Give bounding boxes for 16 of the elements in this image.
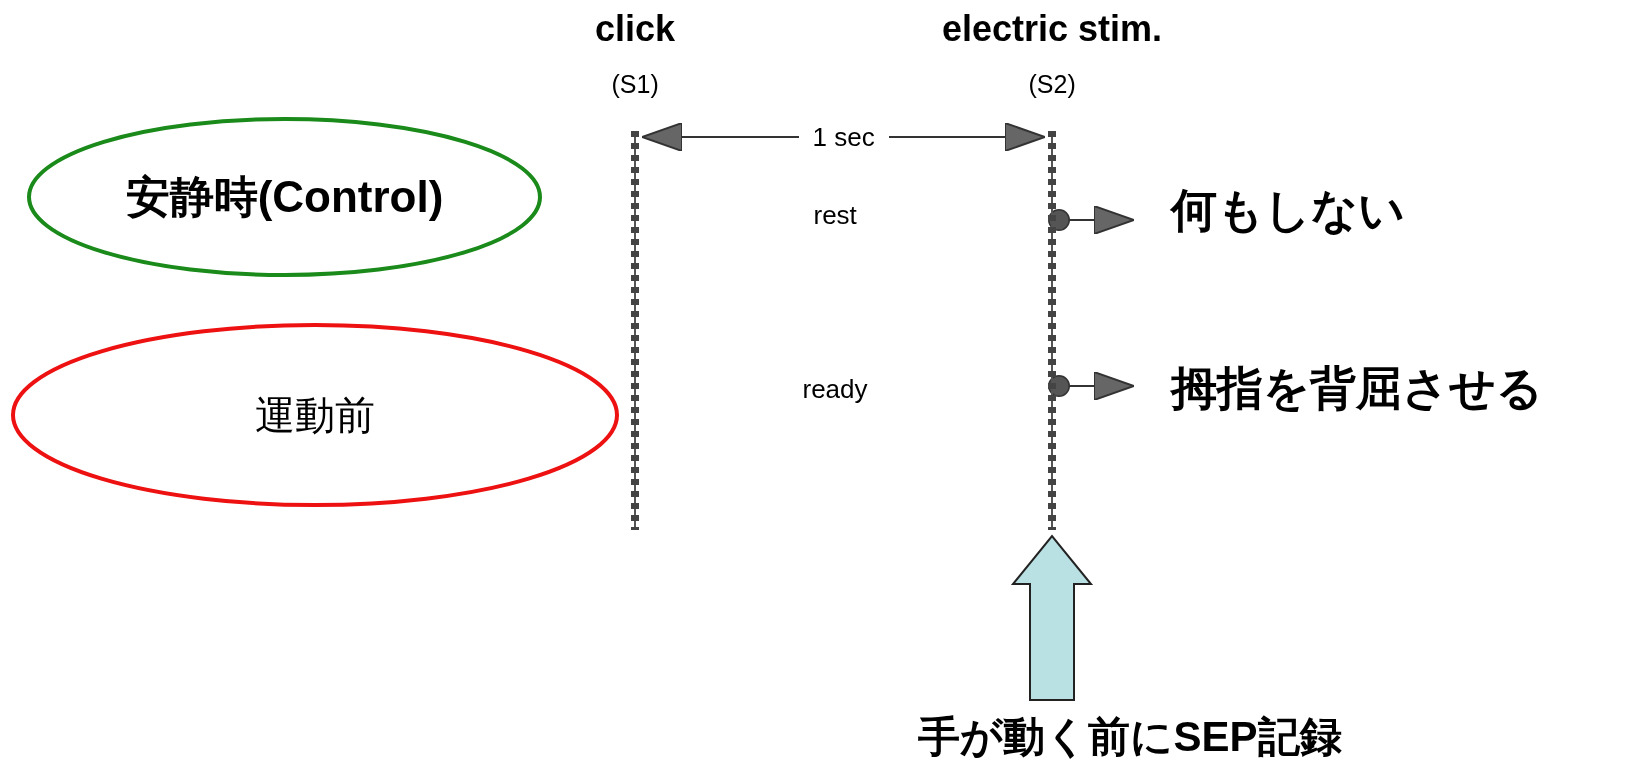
arrow xyxy=(1048,371,1135,401)
dotted-time-line xyxy=(1045,131,1059,530)
state-label: ready xyxy=(802,373,868,405)
arrow xyxy=(1048,205,1135,235)
block-arrow xyxy=(1010,534,1094,701)
signal-label: (S2) xyxy=(1028,70,1076,99)
dotted-time-line xyxy=(628,131,642,530)
oval-label: 安静時(Control) xyxy=(26,116,543,278)
oval-label: 運動前 xyxy=(10,322,620,508)
heading-text: click xyxy=(595,8,676,50)
heading-text: electric stim. xyxy=(942,8,1163,50)
state-label: rest xyxy=(813,199,857,231)
signal-label: (S1) xyxy=(611,70,659,99)
result-text: 何もしない xyxy=(1134,180,1454,240)
result-text: 拇指を背屈させる xyxy=(1134,358,1644,418)
caption-text: 手が動く前にSEP記録 xyxy=(820,704,1440,770)
